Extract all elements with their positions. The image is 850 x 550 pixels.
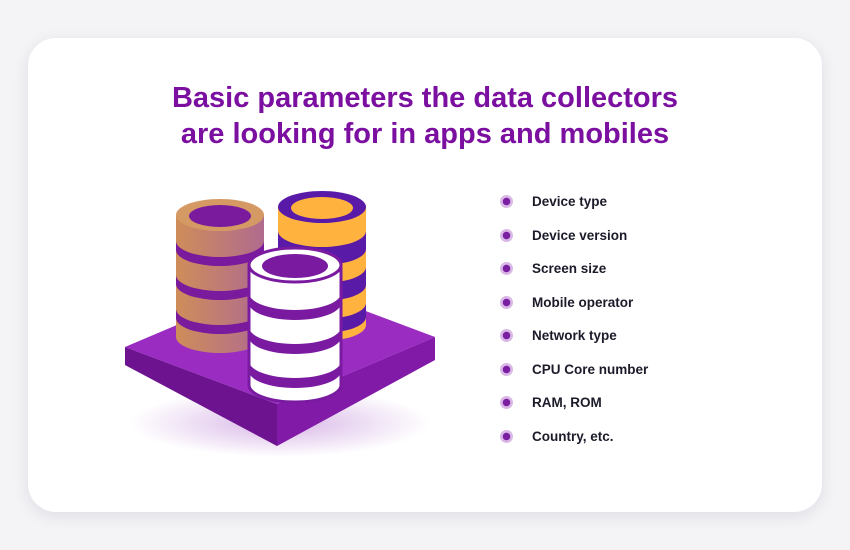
page-title: Basic parameters the data collectors are… bbox=[28, 80, 822, 152]
database-stacks-illustration bbox=[125, 191, 435, 457]
bullet-dot-icon bbox=[500, 362, 513, 376]
database-stack-tan bbox=[176, 199, 264, 353]
bullet-dot-icon bbox=[500, 262, 513, 276]
bullet-dot-icon bbox=[500, 329, 513, 343]
bullet-dot-icon bbox=[500, 396, 513, 410]
parameter-label: Mobile operator bbox=[532, 294, 634, 310]
list-item: Screen size bbox=[500, 252, 648, 286]
list-item: CPU Core number bbox=[500, 353, 648, 387]
bullet-dot-icon bbox=[500, 295, 513, 309]
bullet-dot-icon bbox=[500, 195, 513, 209]
bullet-dot-icon bbox=[500, 429, 513, 443]
database-stack-white bbox=[247, 246, 343, 404]
list-item: Mobile operator bbox=[500, 286, 648, 320]
parameter-label: Device type bbox=[532, 194, 608, 210]
parameter-label: RAM, ROM bbox=[532, 395, 602, 411]
title-line-2: are looking for in apps and mobiles bbox=[180, 118, 670, 150]
parameter-label: Screen size bbox=[532, 261, 607, 277]
list-item: Device version bbox=[500, 219, 648, 253]
list-item: RAM, ROM bbox=[500, 386, 648, 420]
list-item: Device type bbox=[500, 185, 648, 219]
parameter-list: Device type Device version Screen size M… bbox=[500, 185, 648, 453]
parameter-label: Device version bbox=[532, 227, 628, 243]
bullet-dot-icon bbox=[500, 228, 513, 242]
parameter-label: Network type bbox=[532, 328, 617, 344]
title-line-1: Basic parameters the data collectors bbox=[171, 82, 679, 114]
list-item: Country, etc. bbox=[500, 420, 648, 454]
list-item: Network type bbox=[500, 319, 648, 353]
parameter-label: CPU Core number bbox=[532, 361, 649, 377]
parameter-label: Country, etc. bbox=[532, 428, 614, 444]
